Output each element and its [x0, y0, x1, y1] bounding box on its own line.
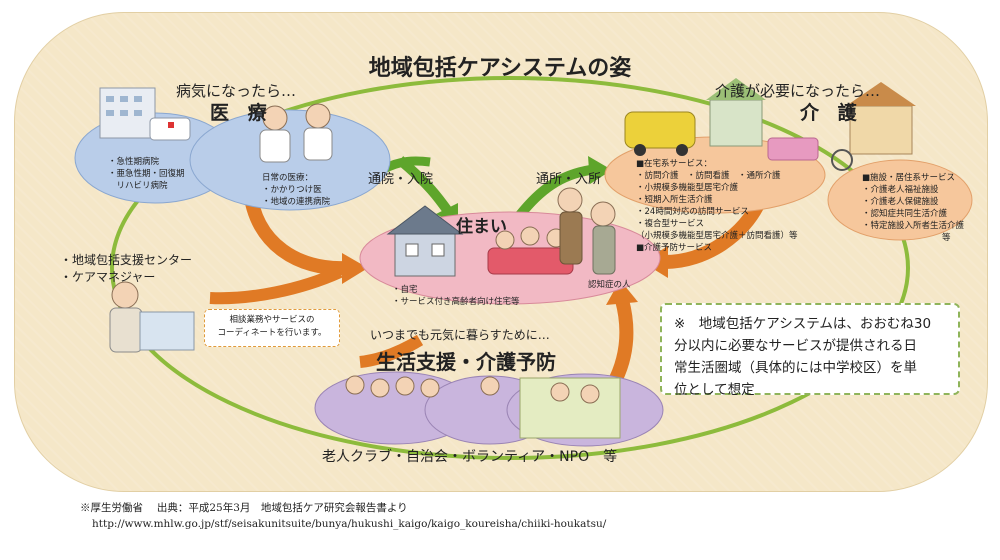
dementia-person-figure — [590, 201, 616, 227]
dementia-label: 認知症の人 — [588, 280, 631, 290]
home-service-item: ・短期入所生活介護 — [636, 195, 713, 205]
support-callout-text: 相談業務やサービスの コーディネートを行います。 — [217, 315, 327, 338]
nursing-home-building — [849, 105, 913, 155]
orange-arrowhead-left — [342, 253, 368, 284]
note-line: 常生活圏域（具体的には中学校区）を単 — [674, 360, 917, 376]
diagram-title: 地域包括ケアシステムの姿 — [368, 56, 632, 81]
elderly-group-figure — [345, 375, 365, 395]
clinic-item: ・地域の連携病院 — [262, 197, 331, 207]
note-line: 分以内に必要なサービスが提供される日 — [674, 338, 917, 354]
family-figure — [495, 230, 515, 250]
home-service-item: ・訪問介護 ・訪問看護 ・通所介護 — [636, 171, 781, 181]
orange-arrow-right — [664, 196, 767, 269]
home-service-item: ・小規模多機能型居宅介護 — [636, 183, 739, 193]
support-center-building — [139, 311, 195, 351]
orange-arrow-support — [209, 266, 343, 305]
home-service-item: ・24時間対応の訪問サービス — [636, 207, 749, 217]
green-arrow-daycare — [516, 165, 591, 219]
note-box: ※ 地域包括ケアシステムは、おおむね30 分以内に必要なサービスが提供される日 … — [660, 303, 960, 398]
home-service-item: （小規模多機能型居宅介護＋訪問看護）等 — [636, 231, 798, 241]
support-center-list: ・地域包括支援センター ・ケアマネジャー — [60, 252, 192, 286]
medical-caption: 病気になったら… — [176, 82, 297, 100]
clinic-item: ・かかりつけ医 — [262, 185, 322, 195]
prevention-caption: いつまでも元気に暮らすために… — [370, 328, 550, 342]
prevention-heading: 生活支援・介護予防 — [376, 350, 556, 374]
home-service-item: ■介護予防サービス — [636, 243, 713, 253]
elderly-man-figure — [557, 187, 583, 213]
note-line: 位として想定 — [674, 382, 755, 398]
diagram-graphics — [74, 76, 973, 460]
support-callout: 相談業務やサービスの コーディネートを行います。 — [204, 309, 340, 347]
home-services-list: ■在宅系サービス： ・訪問介護 ・訪問看護 ・通所介護 ・小規模多機能型居宅介護… — [636, 158, 798, 254]
hospital-list: ・急性期病院 ・亜急性期・回復期 リハビリ病院 — [108, 156, 185, 192]
care-facility-building — [709, 99, 763, 147]
nurse-figure — [305, 103, 331, 129]
home-service-item: ■在宅系サービス： — [636, 159, 713, 169]
medical-heading: 医 療 — [210, 102, 273, 124]
facility-service-item: ・認知症共同生活介護 — [862, 209, 948, 219]
wheelchair — [831, 149, 853, 171]
orange-arrow-bottom — [359, 334, 424, 368]
orange-arrowhead-up — [606, 280, 638, 305]
hospital-item: ・亜急性期・回復期 — [108, 169, 185, 179]
support-center-item: ・ケアマネジャー — [60, 270, 156, 284]
hospital-item: リハビリ病院 — [108, 181, 168, 191]
footer-source: ※厚生労働省 出典：平成25年3月 地域包括ケア研究会報告書より — [80, 502, 408, 514]
house-illustration — [394, 231, 456, 277]
hospital-item: ・急性期病院 — [108, 157, 160, 167]
footer-url[interactable]: http://www.mhlw.go.jp/stf/seisakunitsuit… — [92, 518, 607, 530]
facility-services-list: ■施設・居住系サービス ・介護老人福祉施設 ・介護老人保健施設 ・認知症共同生活… — [862, 172, 964, 244]
orange-arrow-left — [243, 189, 346, 276]
facility-service-item: ・特定施設入所者生活介護 — [862, 221, 965, 231]
care-caption: 介護が必要になったら… — [715, 82, 881, 100]
clinic-item: 日常の医療： — [262, 173, 314, 183]
support-center-item: ・地域包括支援センター — [60, 253, 193, 267]
clinic-list: 日常の医療： ・かかりつけ医 ・地域の連携病院 — [262, 172, 330, 208]
hospital-flow-label: 通院・入院 — [368, 172, 434, 187]
care-van — [624, 111, 696, 149]
green-ring — [110, 76, 910, 460]
bath-tub — [767, 137, 819, 161]
facility-care-ellipse — [827, 159, 973, 241]
home-heading: 住まい — [456, 217, 507, 237]
home-list: ・自宅 ・サービス付き高齢者向け住宅等 — [392, 284, 520, 308]
facility-service-item: 等 — [942, 233, 951, 243]
note-line: ※ 地域包括ケアシステムは、おおむね30 — [674, 316, 932, 332]
exercise-photo — [519, 377, 621, 439]
home-item: ・サービス付き高齢者向け住宅等 — [392, 297, 520, 307]
prevention-groups: 老人クラブ・自治会・ボランティア・NPO 等 — [322, 449, 618, 465]
facility-service-item: ■施設・居住系サービス — [862, 173, 956, 183]
home-service-item: ・複合型サービス — [636, 219, 705, 229]
facility-service-item: ・介護老人福祉施設 — [862, 185, 939, 195]
green-arrowhead-daycare — [588, 156, 612, 184]
daycare-flow-label: 通所・入所 — [536, 172, 602, 187]
care-heading: 介 護 — [800, 102, 863, 124]
ambulance — [149, 117, 191, 141]
facility-service-item: ・介護老人保健施設 — [862, 197, 939, 207]
clinic-ellipse — [189, 109, 391, 211]
home-item: ・自宅 — [392, 285, 418, 295]
